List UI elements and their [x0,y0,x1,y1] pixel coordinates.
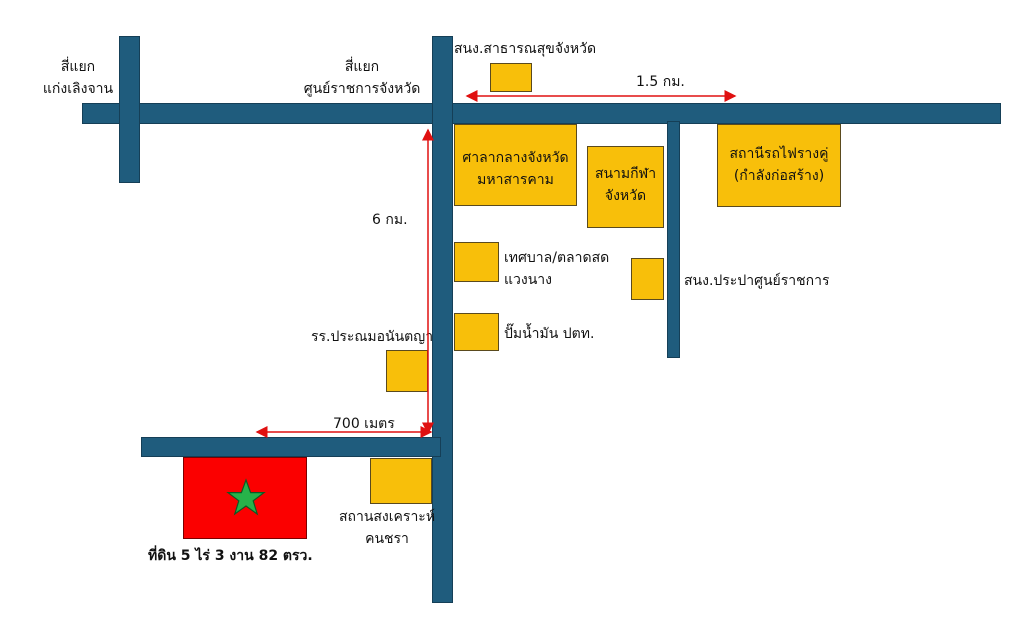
stadium-line1: สนามกีฬา [594,166,657,182]
railway-station-box: สถานีรถไฟรางคู่ (กำลังก่อสร้าง) [717,124,841,207]
intersection-left-label: สี่แยก แก่งเลิงจาน [38,56,118,100]
municipality-market-box [454,242,499,282]
road-main-horizontal [82,103,1001,124]
water-supply-box [631,258,664,300]
railway-station-line2: (กำลังก่อสร้าง) [733,168,825,184]
municipality-market-line2: แวงนาง [504,272,552,288]
school-box [386,350,428,392]
intersection-left-line2: แก่งเลิงจาน [42,81,114,97]
municipality-market-label: เทศบาล/ตลาดสด แวงนาง [504,247,609,291]
city-hall-line1: ศาลากลางจังหวัด [462,150,569,166]
welfare-home-box [370,458,432,504]
city-hall-box: ศาลากลางจังหวัด มหาสารคาม [454,124,577,206]
distance-vertical-label: 6 กม. [372,212,408,228]
stadium-box: สนามกีฬา จังหวัด [587,146,664,228]
health-office-box [490,63,532,92]
intersection-center-line2: ศูนย์ราชการจังหวัด [303,81,421,97]
distance-west-label: 700 เมตร [333,416,395,432]
municipality-market-line1: เทศบาล/ตลาดสด [504,250,610,266]
intersection-center-label: สี่แยก ศูนย์ราชการจังหวัด [292,56,432,100]
land-plot-caption: ที่ดิน 5 ไร่ 3 งาน 82 ตรว. [148,548,313,564]
gas-station-box [454,313,499,351]
intersection-center-line1: สี่แยก [344,59,380,75]
welfare-home-line1: สถานสงเคราะห์ [338,509,436,525]
school-label: รร.ประณมอนันตญา [311,329,434,345]
welfare-home-line2: คนชรา [365,531,409,547]
gas-station-label: ปั๊มน้ำมัน ปตท. [504,326,595,342]
land-plot [183,457,307,539]
road-east-vertical [667,121,680,358]
star-icon [226,478,266,516]
intersection-left-line1: สี่แยก [60,59,96,75]
health-office-label: สนง.สาธารณสุขจังหวัด [454,41,597,57]
city-hall-line2: มหาสารคาม [477,172,554,188]
road-west-vertical [119,36,140,183]
railway-station-line1: สถานีรถไฟรางคู่ [729,146,829,162]
welfare-home-label: สถานสงเคราะห์ คนชรา [332,506,442,550]
stadium-line2: จังหวัด [604,188,647,204]
distance-east-label: 1.5 กม. [636,74,685,90]
water-supply-label: สนง.ประปาศูนย์ราชการ [684,273,830,289]
